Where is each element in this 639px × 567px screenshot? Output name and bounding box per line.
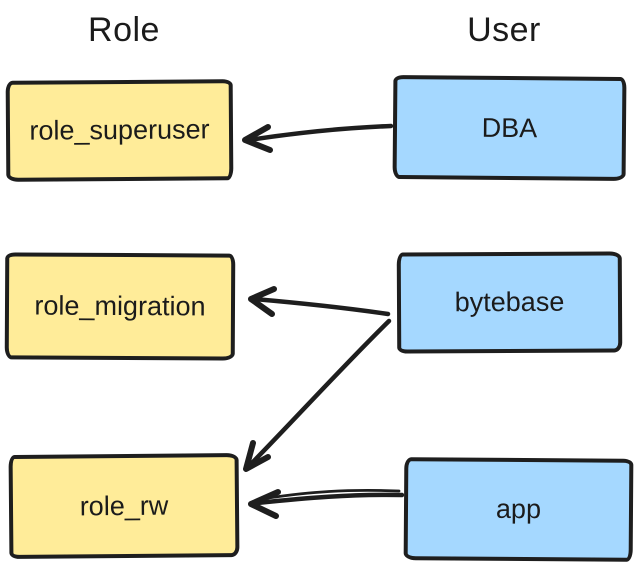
node-role-superuser: role_superuser (5, 79, 234, 182)
node-label: app (495, 493, 542, 525)
node-user-app: app (403, 457, 634, 562)
node-label: role_superuser (29, 114, 210, 146)
column-title-role: Role (88, 11, 160, 49)
node-role-rw: role_rw (8, 452, 240, 560)
node-role-migration: role_migration (4, 252, 236, 361)
node-label: role_rw (79, 490, 169, 521)
column-title-user: User (467, 11, 541, 49)
arrow-bytebase-to-role_rw-icon (243, 318, 392, 472)
arrow-bytebase-to-role_migration-icon (248, 286, 391, 317)
arrow-app-to-role_rw-icon (248, 489, 405, 519)
node-user-bytebase: bytebase (396, 251, 623, 354)
node-user-dba: DBA (392, 74, 627, 182)
arrow-dba-to-role_superuser-icon (242, 123, 394, 153)
node-label: bytebase (454, 286, 565, 318)
node-label: role_migration (34, 290, 206, 322)
node-label: DBA (481, 112, 538, 143)
